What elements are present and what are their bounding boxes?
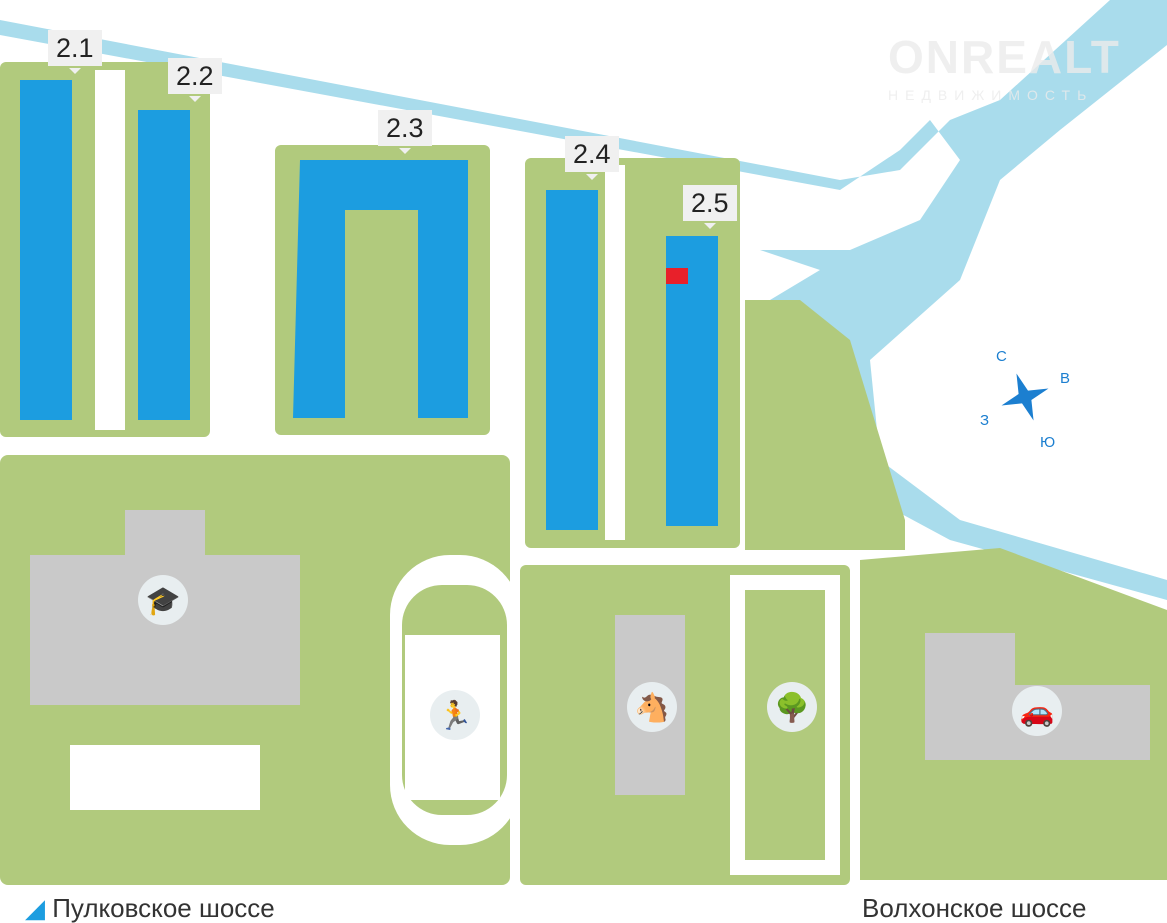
- arrow-icon: ◢: [25, 893, 53, 923]
- building-2-3[interactable]: [293, 160, 468, 418]
- building-label[interactable]: 2.5: [683, 185, 737, 229]
- building-label[interactable]: 2.2: [168, 58, 222, 102]
- building-label[interactable]: 2.1: [48, 30, 102, 74]
- road-left: ◢ Пулковское шоссе: [25, 893, 275, 923]
- school-yard: [70, 745, 260, 810]
- courtyard-path: [605, 165, 625, 540]
- watermark-subtitle: НЕДВИЖИМОСТЬ: [888, 87, 1094, 103]
- compass-south: Ю: [1040, 434, 1056, 451]
- road-left-label: Пулковское шоссе: [52, 893, 275, 923]
- compass-north: С: [996, 348, 1007, 365]
- building-2-1[interactable]: [20, 80, 72, 420]
- road-right-label: Волхонское шоссе: [862, 893, 1087, 923]
- selected-apartment[interactable]: [666, 268, 688, 284]
- building-label[interactable]: 2.4: [565, 136, 619, 180]
- sport-icon[interactable]: 🏃: [430, 690, 480, 740]
- building-label[interactable]: 2.3: [378, 110, 432, 154]
- park-icon[interactable]: 🌳: [767, 682, 817, 732]
- compass-east: В: [1060, 370, 1071, 387]
- kindergarten-icon[interactable]: 🐴: [627, 682, 677, 732]
- watermark-logo: ONREALT: [888, 31, 1121, 83]
- courtyard-path: [95, 70, 125, 430]
- green-area: [745, 300, 905, 550]
- building-2-2[interactable]: [138, 110, 190, 420]
- school-icon[interactable]: 🎓: [138, 575, 188, 625]
- compass-west: З: [980, 412, 990, 429]
- compass-icon: [1000, 372, 1050, 422]
- building-2-4[interactable]: [546, 190, 598, 530]
- parking-icon[interactable]: 🚗: [1012, 686, 1062, 736]
- building-2-5[interactable]: [666, 236, 718, 526]
